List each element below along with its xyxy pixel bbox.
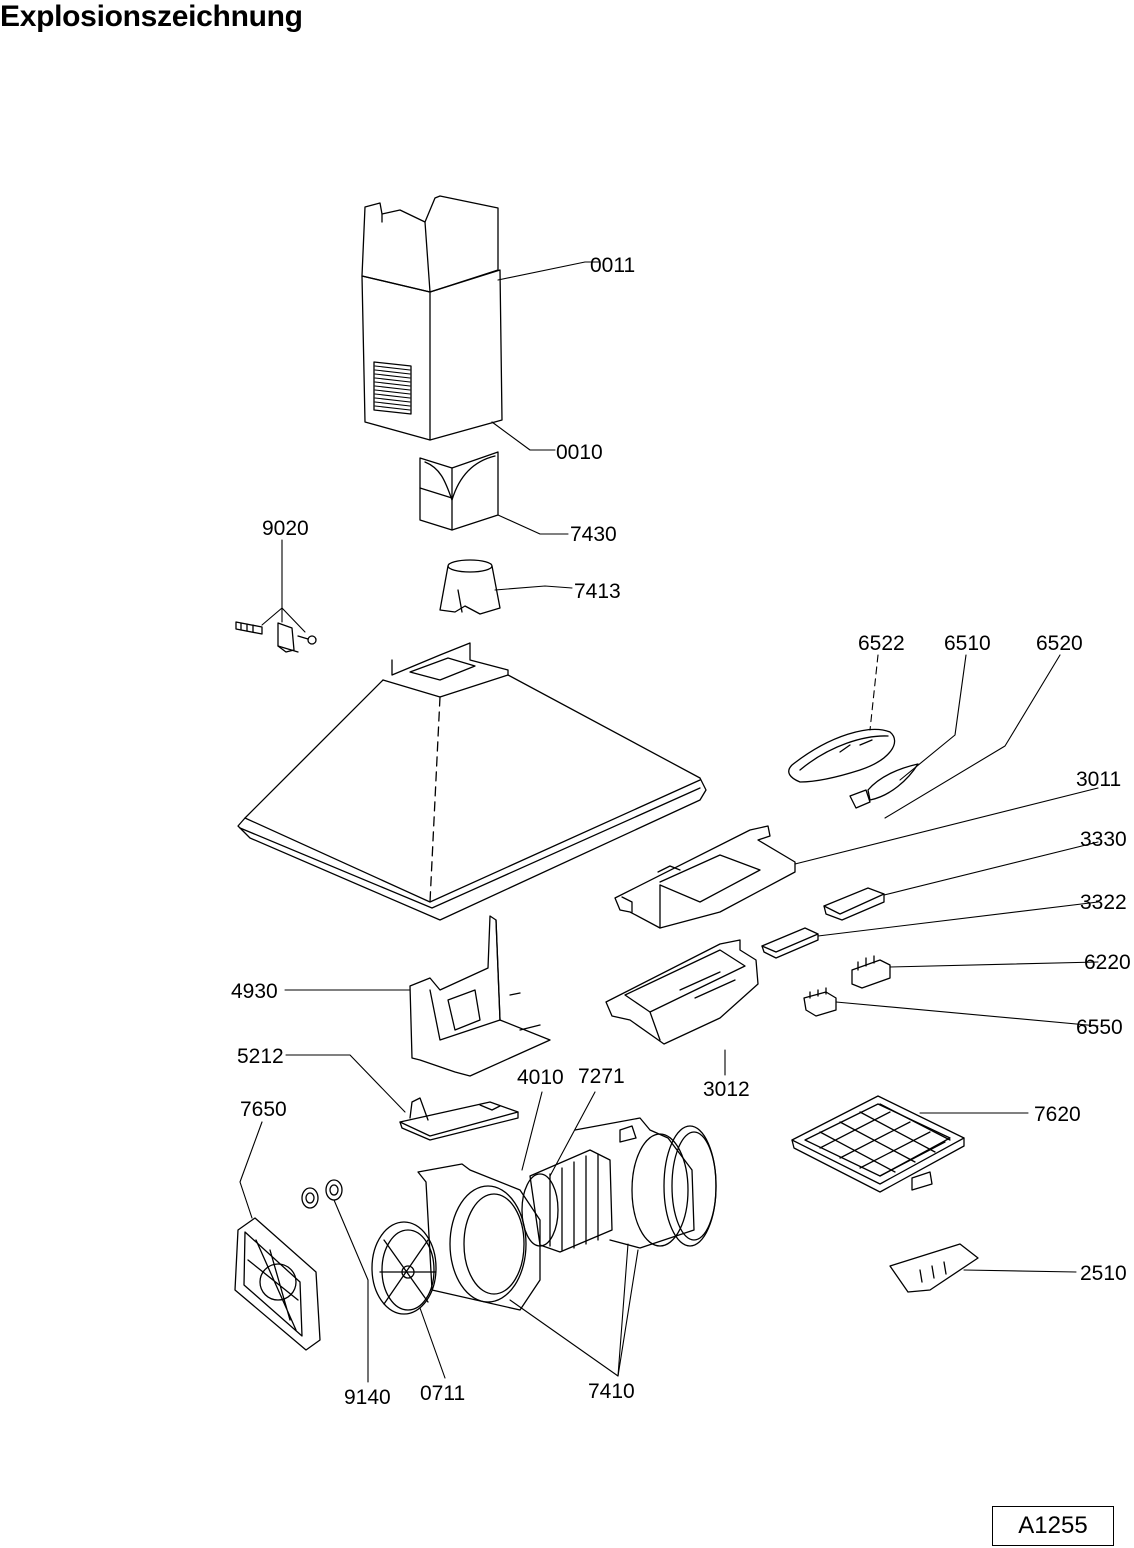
label-5212: 5212 bbox=[237, 1045, 284, 1068]
label-0010: 0010 bbox=[556, 441, 603, 464]
label-9020: 9020 bbox=[262, 517, 309, 540]
part-7410-blower-housing bbox=[418, 1118, 716, 1310]
part-7620-grease-filter bbox=[792, 1096, 964, 1192]
part-labels: 0011 0010 7430 7413 9020 6522 6510 6520 … bbox=[231, 254, 1131, 1409]
part-6220-switch bbox=[852, 956, 890, 988]
part-6522-lamp-cover bbox=[789, 729, 895, 782]
label-6510: 6510 bbox=[944, 632, 991, 655]
part-0711-impeller bbox=[372, 1222, 436, 1314]
part-3012-control-box bbox=[606, 940, 758, 1044]
document-code-box: A1255 bbox=[992, 1506, 1114, 1546]
label-7620: 7620 bbox=[1034, 1103, 1081, 1126]
part-7413-adapter bbox=[440, 560, 500, 614]
leader-lines bbox=[239, 261, 1099, 1383]
label-4010: 4010 bbox=[517, 1066, 564, 1089]
part-2510-cover bbox=[890, 1244, 978, 1292]
part-6550-switch bbox=[804, 988, 836, 1016]
label-3330: 3330 bbox=[1080, 828, 1127, 851]
part-3011-lamp-housing bbox=[615, 826, 795, 928]
label-7430: 7430 bbox=[570, 523, 617, 546]
label-4930: 4930 bbox=[231, 980, 278, 1003]
label-6520: 6520 bbox=[1036, 632, 1083, 655]
part-0010-lower-chimney bbox=[362, 270, 502, 440]
label-3322: 3322 bbox=[1080, 891, 1127, 914]
label-0711: 0711 bbox=[420, 1382, 465, 1405]
label-7410: 7410 bbox=[588, 1380, 635, 1403]
label-7413: 7413 bbox=[574, 580, 621, 603]
page-title: Explosionszeichnung bbox=[0, 0, 303, 33]
label-7650: 7650 bbox=[240, 1098, 287, 1121]
part-7430-flap-valve bbox=[420, 452, 498, 530]
part-6510-bulb bbox=[850, 764, 918, 808]
part-5212-bracket-plate bbox=[400, 1098, 518, 1140]
document-code: A1255 bbox=[1018, 1512, 1088, 1539]
part-7650-grille bbox=[235, 1218, 320, 1350]
label-9140: 9140 bbox=[344, 1386, 391, 1409]
label-0011: 0011 bbox=[590, 254, 635, 277]
part-9020-bracket bbox=[236, 622, 316, 652]
label-6220: 6220 bbox=[1084, 951, 1131, 974]
part-3322-switch-plate bbox=[762, 928, 818, 958]
part-3330-switch-plate bbox=[824, 888, 884, 920]
label-6522: 6522 bbox=[858, 632, 905, 655]
label-3011: 3011 bbox=[1076, 768, 1121, 791]
label-2510: 2510 bbox=[1080, 1262, 1127, 1285]
label-3012: 3012 bbox=[703, 1078, 750, 1101]
part-4010-motor bbox=[522, 1150, 612, 1252]
label-7271: 7271 bbox=[578, 1065, 625, 1088]
part-hood-body bbox=[238, 643, 706, 920]
part-4930-support-frame bbox=[410, 916, 550, 1076]
label-6550: 6550 bbox=[1076, 1016, 1123, 1039]
